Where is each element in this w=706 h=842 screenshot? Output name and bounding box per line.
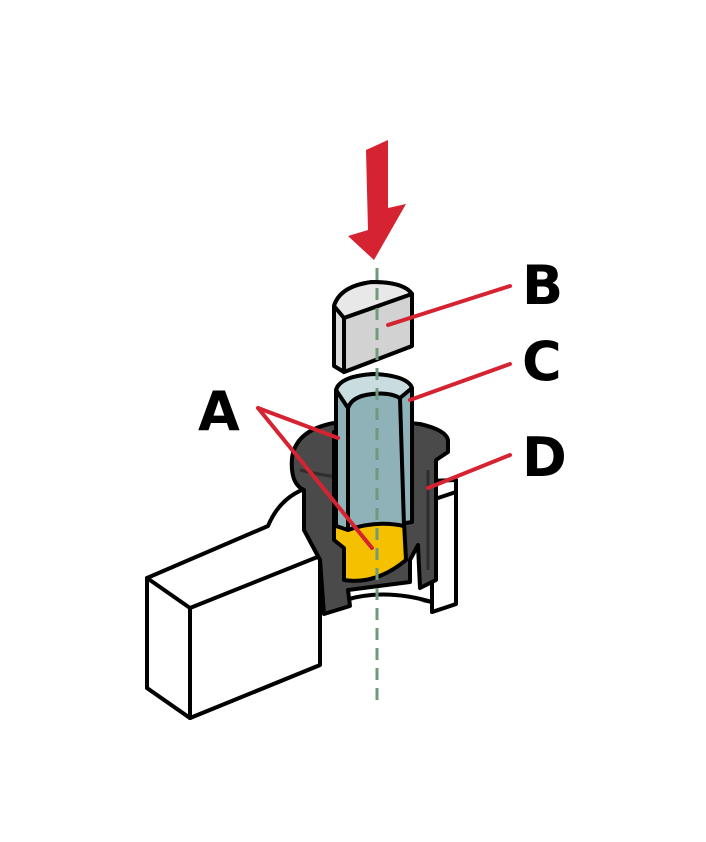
down-arrow-icon — [348, 140, 406, 260]
label-b: B — [522, 254, 563, 317]
plug-b — [332, 280, 414, 374]
leader-a-lower — [256, 406, 374, 550]
label-c: C — [522, 330, 562, 393]
tube-c — [334, 372, 414, 532]
label-d: D — [522, 426, 567, 489]
leader-c — [408, 362, 512, 402]
label-a: A — [198, 380, 240, 443]
leader-a-upper — [256, 406, 340, 440]
leader-d — [426, 453, 512, 490]
leader-lines — [256, 284, 512, 550]
leader-b — [386, 284, 512, 327]
